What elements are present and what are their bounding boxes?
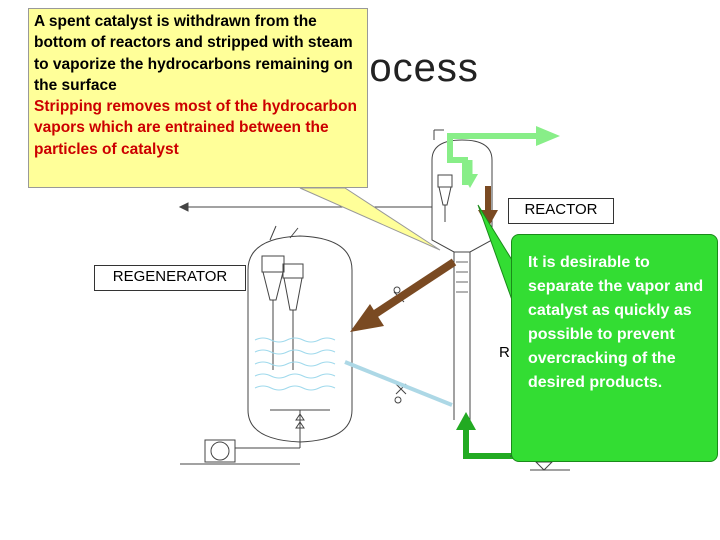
product-vapor-arrow — [447, 133, 540, 185]
regenerator-label: REGENERATOR — [94, 265, 246, 291]
spent-catalyst-callout: A spent catalyst is withdrawn from the b… — [28, 8, 368, 188]
right-callout-pointer — [477, 204, 513, 301]
regenerator-bed — [254, 337, 336, 391]
left-callout-pointer — [299, 187, 441, 251]
callout-main-text: A spent catalyst is withdrawn from the b… — [34, 13, 353, 94]
callout-sub-text: Stripping removes most of the hydrocarbo… — [34, 98, 357, 158]
feed-riser-arrowhead — [456, 412, 476, 430]
regenerator-vessel — [247, 225, 353, 445]
regenerated-catalyst-line — [344, 360, 453, 407]
vapor-down-arrow — [462, 160, 478, 188]
vapor-separation-callout: It is desirable to separate the vapor an… — [511, 234, 718, 462]
air-blower — [180, 439, 301, 465]
hidden-label-fragment: R — [499, 344, 510, 361]
stripper-section — [456, 261, 468, 293]
page-title: rocess — [355, 46, 479, 90]
reactor-label: REACTOR — [508, 198, 614, 224]
product-vapor-arrowhead — [536, 126, 560, 146]
reactor-vessel — [431, 129, 493, 420]
spent-catalyst-arrow — [350, 258, 457, 332]
vapor-outlet-line — [178, 202, 432, 212]
callout-right-text: It is desirable to separate the vapor an… — [528, 254, 704, 391]
